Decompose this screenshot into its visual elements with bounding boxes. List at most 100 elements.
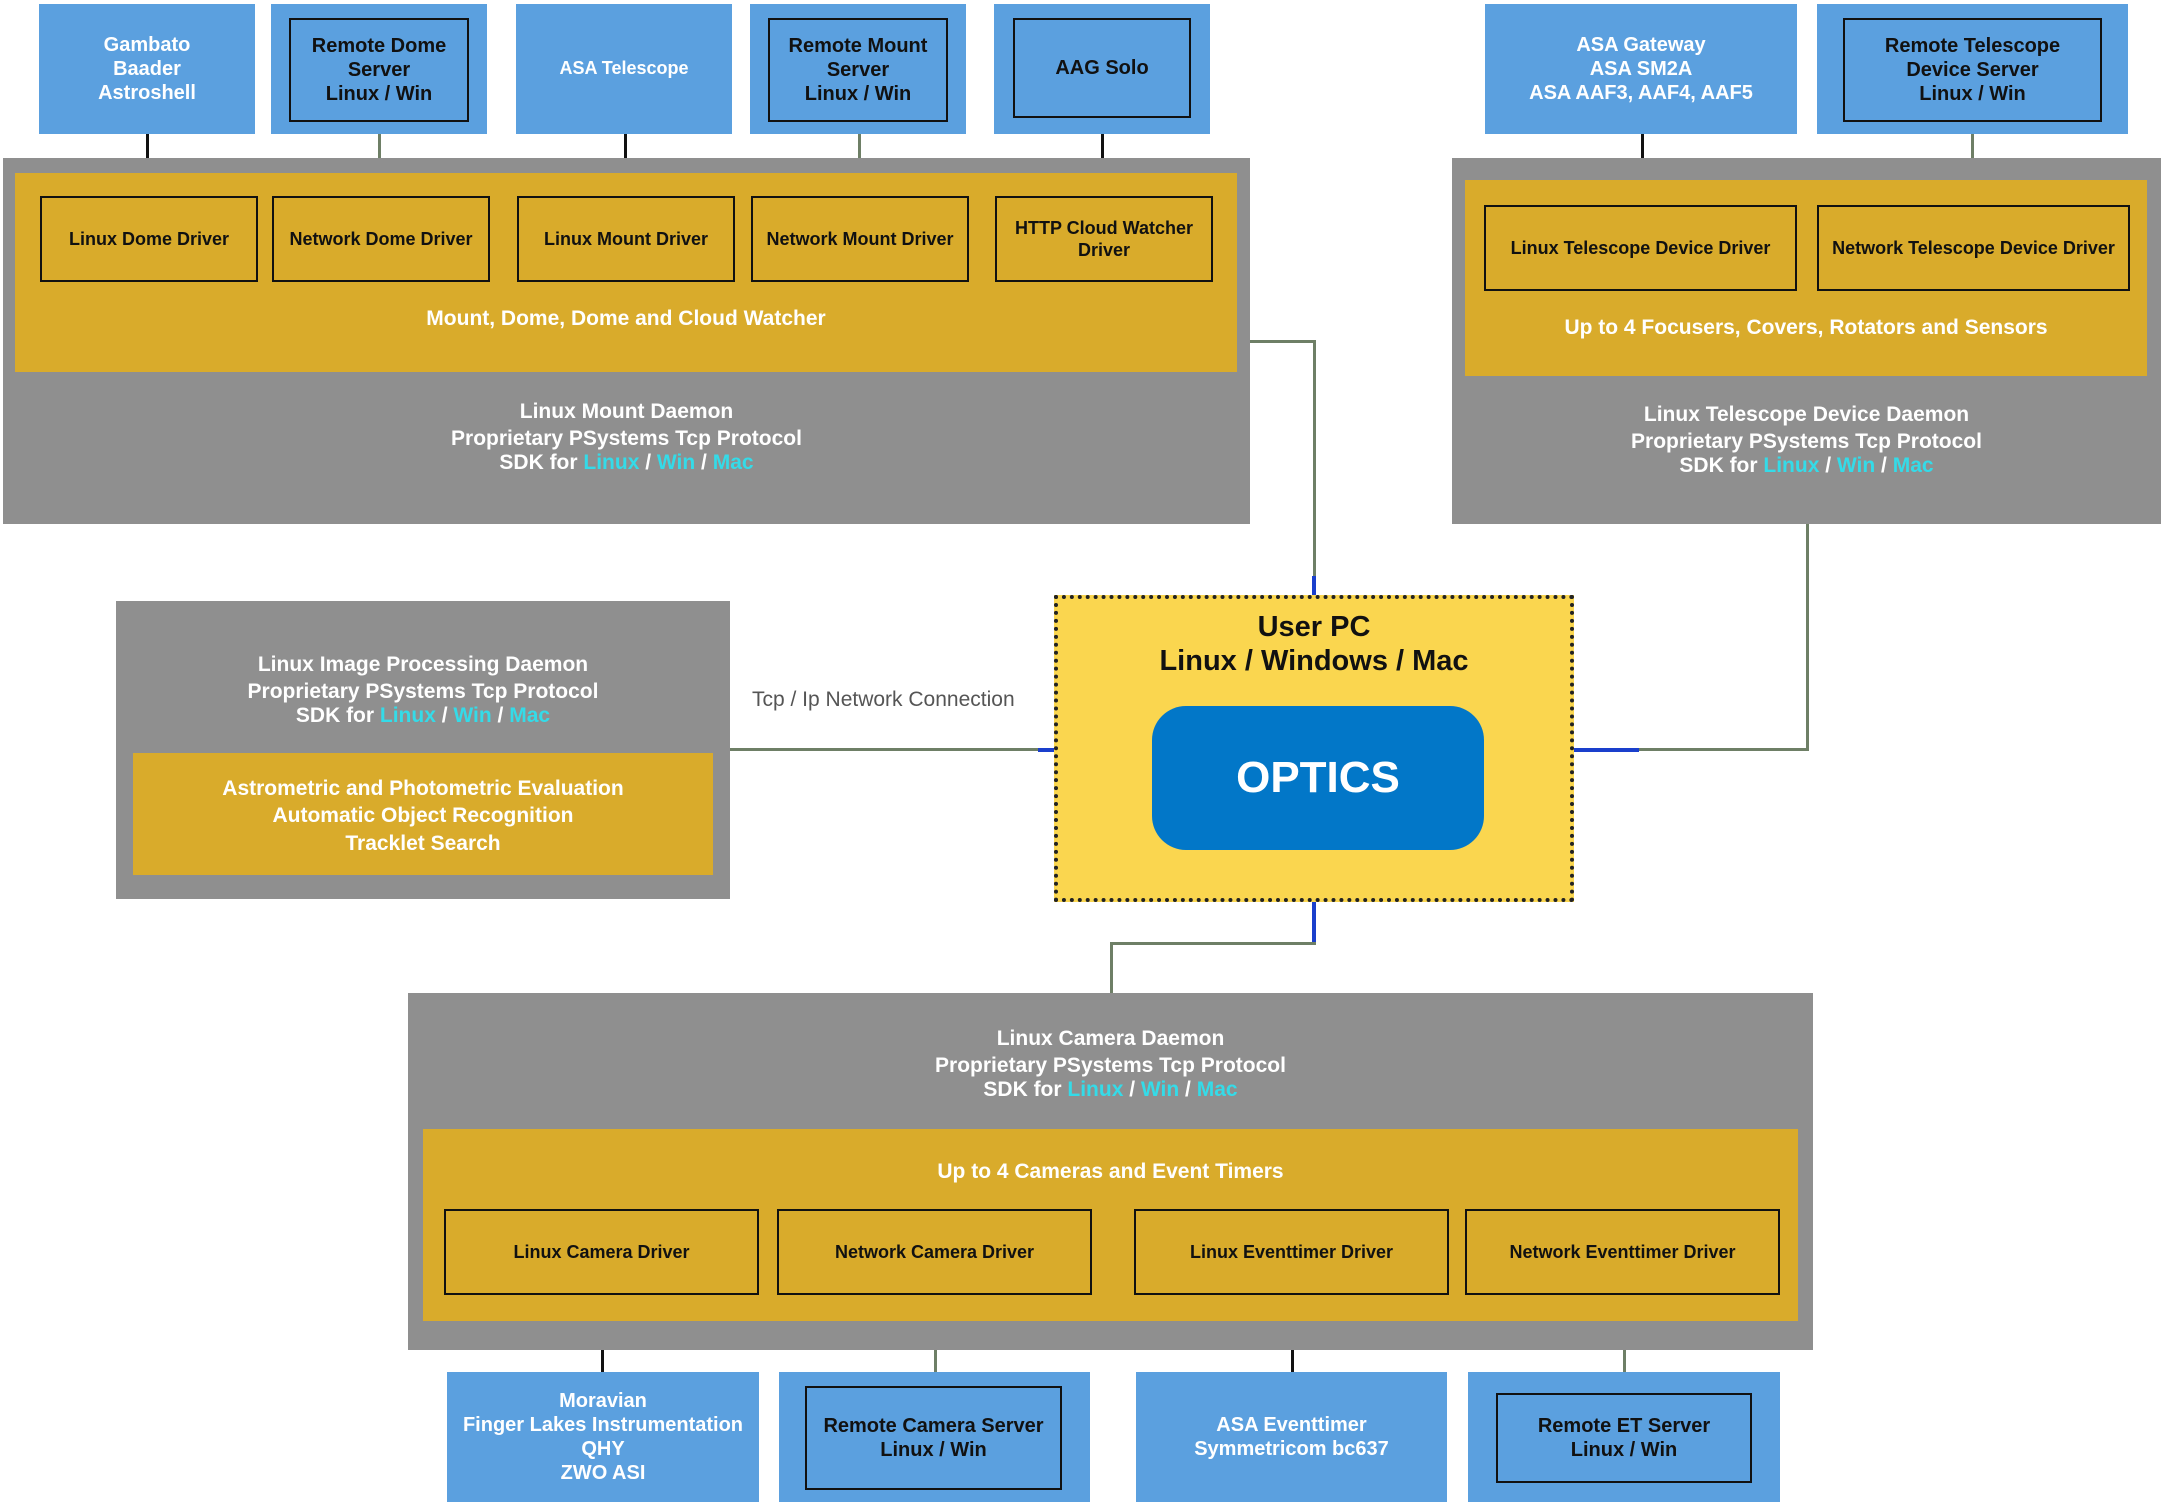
- connector-mount-v: [1313, 340, 1316, 576]
- linux-camera-driver: Linux Camera Driver: [444, 1209, 759, 1295]
- camera-sdk-mac: Mac: [1196, 1078, 1238, 1101]
- camera-sdk-sep1: /: [1123, 1078, 1141, 1101]
- device-remote-dome-frame: Remote Dome Server Linux / Win: [289, 18, 469, 122]
- camera-daemon: Linux Camera Daemon Proprietary PSystems…: [408, 993, 1813, 1350]
- linux-telescope-device-driver-label: Linux Telescope Device Driver: [1510, 237, 1771, 258]
- http-cloud-watcher-driver: HTTP Cloud Watcher Driver: [995, 196, 1213, 282]
- connector-image-port: [1038, 748, 1056, 752]
- mount-daemon-sdk: SDK for Linux / Win / Mac: [3, 451, 1250, 475]
- device-moravian: Moravian Finger Lakes Instrumentation QH…: [447, 1372, 759, 1502]
- device-gambato-label: Gambato Baader Astroshell: [98, 34, 196, 104]
- mount-sdk-win: Win: [656, 451, 696, 474]
- mount-sdk-mac: Mac: [712, 451, 754, 474]
- linux-eventtimer-driver-label: Linux Eventtimer Driver: [1189, 1241, 1394, 1262]
- device-remote-et-label: Remote ET Server Linux / Win: [1537, 1415, 1711, 1461]
- camera-sdk-win: Win: [1140, 1078, 1180, 1101]
- device-gambato: Gambato Baader Astroshell: [39, 4, 255, 134]
- network-dome-driver: Network Dome Driver: [272, 196, 490, 282]
- device-asa-telescope-label: ASA Telescope: [559, 58, 689, 79]
- linux-mount-driver-label: Linux Mount Driver: [543, 228, 708, 249]
- telescope-sdk-sep1: /: [1819, 454, 1837, 477]
- telescope-sdk-win: Win: [1836, 454, 1876, 477]
- network-telescope-device-driver: Network Telescope Device Driver: [1817, 205, 2130, 291]
- device-asa-eventtimer: ASA Eventtimer Symmetricom bc637: [1136, 1372, 1447, 1502]
- device-remote-telescope-frame: Remote Telescope Device Server Linux / W…: [1843, 18, 2102, 122]
- connector-mount-port: [1312, 576, 1316, 596]
- mount-daemon-group-label: Mount, Dome, Dome and Cloud Watcher: [426, 307, 826, 330]
- telescope-daemon-title: Linux Telescope Device Daemon Proprietar…: [1631, 403, 1982, 454]
- linux-camera-driver-label: Linux Camera Driver: [513, 1241, 690, 1262]
- telescope-sdk-linux: Linux: [1763, 454, 1820, 477]
- mount-sdk-sep2: /: [695, 451, 713, 474]
- device-remote-et: Remote ET Server Linux / Win: [1468, 1372, 1780, 1502]
- connector-camera-port: [1312, 902, 1316, 944]
- image-sdk-linux: Linux: [379, 704, 436, 727]
- mount-daemon: Linux Dome Driver Network Dome Driver Li…: [3, 158, 1250, 524]
- image-daemon-title: Linux Image Processing Daemon Proprietar…: [247, 653, 599, 704]
- user-pc: User PC Linux / Windows / Mac OPTICS: [1054, 595, 1574, 902]
- device-aag-solo-frame: AAG Solo: [1013, 18, 1191, 118]
- device-asa-eventtimer-label: ASA Eventtimer Symmetricom bc637: [1194, 1414, 1389, 1460]
- device-remote-dome: Remote Dome Server Linux / Win: [271, 4, 487, 134]
- user-pc-title: User PC Linux / Windows / Mac: [1159, 611, 1469, 677]
- linux-dome-driver-label: Linux Dome Driver: [68, 228, 230, 249]
- network-mount-driver-label: Network Mount Driver: [766, 228, 954, 249]
- device-remote-telescope: Remote Telescope Device Server Linux / W…: [1817, 4, 2128, 134]
- device-remote-camera-frame: Remote Camera Server Linux / Win: [805, 1386, 1062, 1490]
- camera-daemon-sdk: SDK for Linux / Win / Mac: [408, 1078, 1813, 1102]
- connector-mount-h: [1250, 340, 1316, 343]
- device-asa-gateway: ASA Gateway ASA SM2A ASA AAF3, AAF4, AAF…: [1485, 4, 1797, 134]
- optics-app[interactable]: OPTICS: [1152, 706, 1484, 850]
- network-mount-driver: Network Mount Driver: [751, 196, 969, 282]
- camera-sdk-sep2: /: [1179, 1078, 1197, 1101]
- device-asa-gateway-label: ASA Gateway ASA SM2A ASA AAF3, AAF4, AAF…: [1529, 34, 1753, 104]
- network-camera-driver-label: Network Camera Driver: [834, 1241, 1035, 1262]
- device-aag-solo-label: AAG Solo: [1055, 57, 1149, 79]
- linux-dome-driver: Linux Dome Driver: [40, 196, 258, 282]
- mount-sdk-linux: Linux: [583, 451, 640, 474]
- connector-telescope-h: [1638, 748, 1809, 751]
- camera-daemon-title: Linux Camera Daemon Proprietary PSystems…: [935, 1027, 1286, 1078]
- device-asa-telescope: ASA Telescope: [516, 4, 732, 134]
- camera-sdk-prefix: SDK for: [983, 1078, 1068, 1101]
- connector-camera-v: [1110, 942, 1113, 994]
- telescope-sdk-prefix: SDK for: [1679, 454, 1764, 477]
- telescope-sdk-mac: Mac: [1892, 454, 1934, 477]
- mount-daemon-group: Linux Dome Driver Network Dome Driver Li…: [15, 173, 1237, 372]
- telescope-daemon-group: Linux Telescope Device Driver Network Te…: [1465, 180, 2147, 376]
- image-sdk-sep1: /: [435, 704, 454, 727]
- connector-image-h: [729, 748, 1039, 751]
- image-sdk-win: Win: [453, 704, 492, 727]
- http-cloud-watcher-driver-label: HTTP Cloud Watcher Driver: [1014, 217, 1193, 261]
- network-connection-label: Tcp / Ip Network Connection: [752, 688, 1015, 711]
- image-daemon-features: Astrometric and Photometric Evaluation A…: [222, 777, 624, 855]
- network-eventtimer-driver: Network Eventtimer Driver: [1465, 1209, 1780, 1295]
- linux-mount-driver: Linux Mount Driver: [517, 196, 735, 282]
- device-remote-mount-label: Remote Mount Server Linux / Win: [788, 35, 928, 105]
- image-sdk-mac: Mac: [509, 704, 551, 727]
- linux-eventtimer-driver: Linux Eventtimer Driver: [1134, 1209, 1449, 1295]
- mount-sdk-prefix: SDK for: [499, 451, 584, 474]
- mount-sdk-sep1: /: [639, 451, 657, 474]
- device-remote-camera-label: Remote Camera Server Linux / Win: [823, 1415, 1044, 1461]
- image-daemon: Linux Image Processing Daemon Proprietar…: [116, 601, 730, 899]
- image-daemon-features-box: Astrometric and Photometric Evaluation A…: [133, 753, 713, 875]
- device-remote-et-frame: Remote ET Server Linux / Win: [1496, 1393, 1752, 1483]
- camera-sdk-linux: Linux: [1067, 1078, 1124, 1101]
- mount-daemon-title: Linux Mount Daemon Proprietary PSystems …: [451, 400, 802, 451]
- network-eventtimer-driver-label: Network Eventtimer Driver: [1509, 1241, 1736, 1262]
- device-remote-dome-label: Remote Dome Server Linux / Win: [311, 35, 447, 105]
- connector-telescope-v: [1806, 524, 1809, 751]
- image-daemon-sdk: SDK for Linux / Win / Mac: [116, 704, 730, 728]
- device-moravian-label: Moravian Finger Lakes Instrumentation QH…: [462, 1390, 744, 1484]
- connector-camera-h: [1110, 942, 1316, 945]
- image-sdk-prefix: SDK for: [295, 704, 380, 727]
- network-camera-driver: Network Camera Driver: [777, 1209, 1092, 1295]
- device-remote-mount-frame: Remote Mount Server Linux / Win: [768, 18, 948, 122]
- camera-daemon-group: Up to 4 Cameras and Event Timers Linux C…: [423, 1129, 1798, 1321]
- camera-daemon-group-label: Up to 4 Cameras and Event Timers: [937, 1160, 1284, 1183]
- image-sdk-sep2: /: [491, 704, 510, 727]
- optics-app-label: OPTICS: [1236, 753, 1400, 802]
- device-remote-mount: Remote Mount Server Linux / Win: [750, 4, 966, 134]
- telescope-sdk-sep2: /: [1875, 454, 1893, 477]
